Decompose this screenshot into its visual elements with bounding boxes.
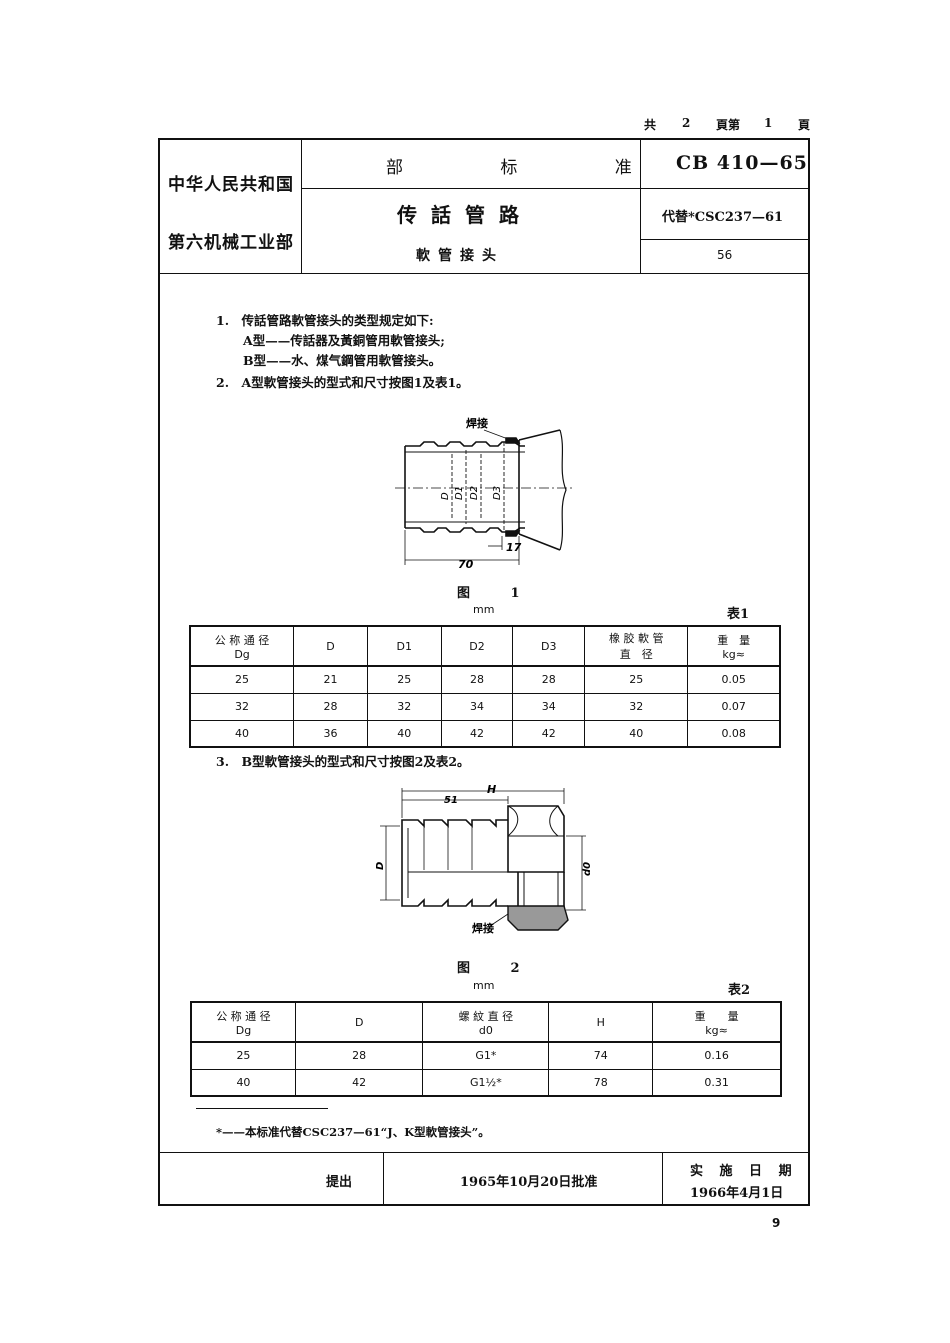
page-info-total: 2: [682, 116, 691, 130]
page-info-ye: 頁: [798, 118, 811, 132]
header-divider: [159, 273, 809, 274]
standard-category: 部 标 准: [386, 158, 678, 178]
footer-divider: [662, 1152, 663, 1205]
footer-proposed: 提出: [326, 1175, 353, 1190]
table-1-header-d1: D1: [366, 625, 442, 667]
standard-number: 56: [717, 248, 733, 262]
figure-2-label-d: D: [375, 862, 386, 870]
clause-1: 1. 传話管路軟管接头的类型规定如下:: [216, 313, 434, 328]
table-2-header-h: H: [548, 1001, 654, 1043]
document-subtitle: 軟管接头: [416, 248, 504, 264]
figure-1-weld-label: 焊接: [466, 416, 488, 430]
figure-1-dim-small: 17: [506, 541, 522, 554]
clause-1a: A型——传話器及黃銅管用軟管接头;: [243, 333, 445, 348]
footer-effective-date: 1966年4月1日: [690, 1186, 784, 1201]
header-divider: [302, 188, 809, 189]
document-frame: [158, 138, 810, 1206]
figure-2-weld-label: 焊接: [472, 921, 494, 935]
figure-1-label-d: D: [440, 492, 451, 500]
header-divider: [640, 139, 641, 274]
footnote: *——本标准代替CSC237—61“J、K型軟管接头”。: [216, 1125, 490, 1139]
figure-2-drawing: H 51 D d0 焊接: [375, 783, 593, 935]
standard-code: CB 410—65: [676, 152, 808, 174]
footer-approved: 1965年10月20日批准: [460, 1175, 598, 1190]
header-divider: [640, 239, 809, 240]
clause-2: 2. A型軟管接头的型式和尺寸按图1及表1。: [216, 375, 469, 390]
figure-1-label-d3: D3: [492, 486, 503, 500]
table-1-header-hose: 橡 胶 軟 管直 径: [584, 625, 689, 667]
page-info-ye-di: 頁第: [716, 118, 741, 132]
clause-1b: B型——水、煤气鋼管用軟管接头。: [243, 353, 442, 368]
figure-1-label-d1: D1: [454, 486, 465, 500]
figure-1-caption: 图 1: [457, 586, 538, 601]
figure-1-drawing: 焊接 70 17 D D1 D2 D3: [395, 416, 575, 571]
figure-2-dim-h: H: [487, 783, 496, 796]
figure-2-dim-len: 51: [444, 795, 458, 806]
ministry-name: 第六机械工业部: [168, 233, 294, 253]
table-1-header-d2: D2: [440, 625, 514, 667]
figure-1-dim-length: 70: [458, 558, 474, 571]
table-1-header-d: D: [293, 625, 368, 667]
footnote-rule: [196, 1108, 328, 1109]
figure-2-label-d0: d0: [582, 862, 593, 876]
table-2-unit: mm: [473, 979, 495, 992]
figure-2-caption: 图 2: [457, 961, 538, 976]
footer-divider: [159, 1152, 809, 1153]
document-title: 传話管路: [397, 203, 533, 227]
header-divider: [301, 139, 302, 274]
table-1-header-d3: D3: [512, 625, 586, 667]
figure-1-label-d2: D2: [469, 486, 480, 500]
ministry-country: 中华人民共和国: [168, 175, 294, 195]
footer-effective-label: 实 施 日 期: [690, 1164, 798, 1179]
table-1-label: 表1: [727, 607, 750, 622]
page-info-gong: 共: [644, 118, 657, 132]
replaces-code: 代替*CSC237—61: [662, 210, 784, 225]
table-2-label: 表2: [728, 983, 751, 998]
page-info-current: 1: [764, 116, 773, 130]
clause-3: 3. B型軟管接头的型式和尺寸按图2及表2。: [216, 754, 470, 769]
page-number: 9: [772, 1216, 781, 1230]
footer-divider: [383, 1152, 384, 1205]
table-2-header-d: D: [294, 1001, 424, 1043]
table-1-unit: mm: [473, 603, 495, 616]
